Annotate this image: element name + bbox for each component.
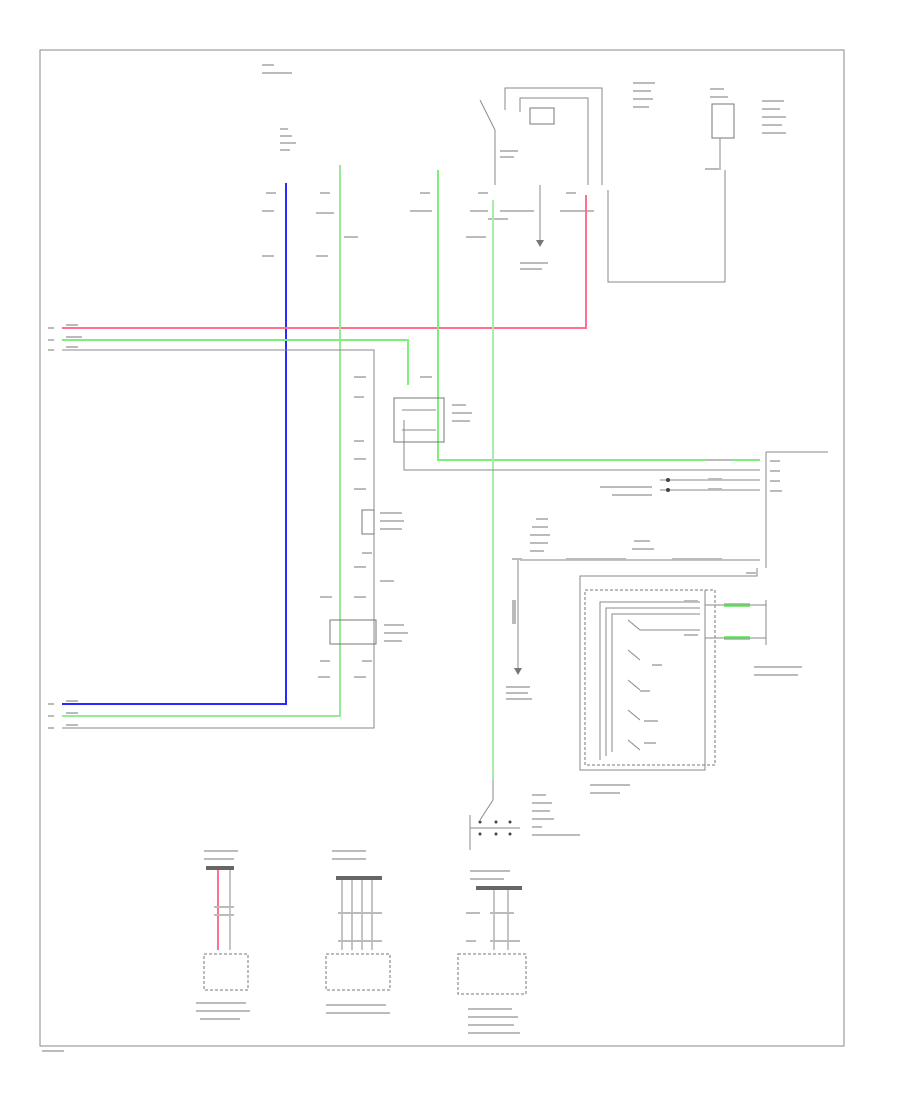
bottom-connector-2: [325, 850, 391, 1014]
top-right-switch: [479, 82, 655, 270]
center-labels: [512, 518, 756, 624]
ground-symbol: [506, 668, 532, 700]
wire-gray-main: [62, 349, 375, 729]
bottom-connector-1: [196, 850, 250, 1020]
wire-green-right: [437, 170, 760, 461]
right-connector: [600, 459, 782, 496]
wire-red: [62, 195, 587, 329]
relay-block: [354, 376, 472, 490]
upper-pin-labels: [262, 192, 594, 257]
top-label-block: [262, 64, 292, 74]
left-wire-ends: [48, 324, 82, 729]
clock-spring: [320, 509, 404, 598]
left-fuse-label: [280, 128, 296, 151]
body-ecu: [318, 619, 408, 678]
wire-gray-sw: [579, 568, 758, 771]
bottom-connector-3: [457, 870, 527, 1034]
switch-panel: [584, 589, 802, 794]
relay-box: [607, 88, 786, 283]
wire-blue: [62, 183, 287, 705]
harness-switch: [469, 780, 580, 850]
wire-gray-relay: [403, 420, 760, 471]
diagram-frame: [39, 49, 845, 1047]
wire-green-upper: [62, 339, 409, 385]
wire-green-left: [62, 165, 341, 717]
